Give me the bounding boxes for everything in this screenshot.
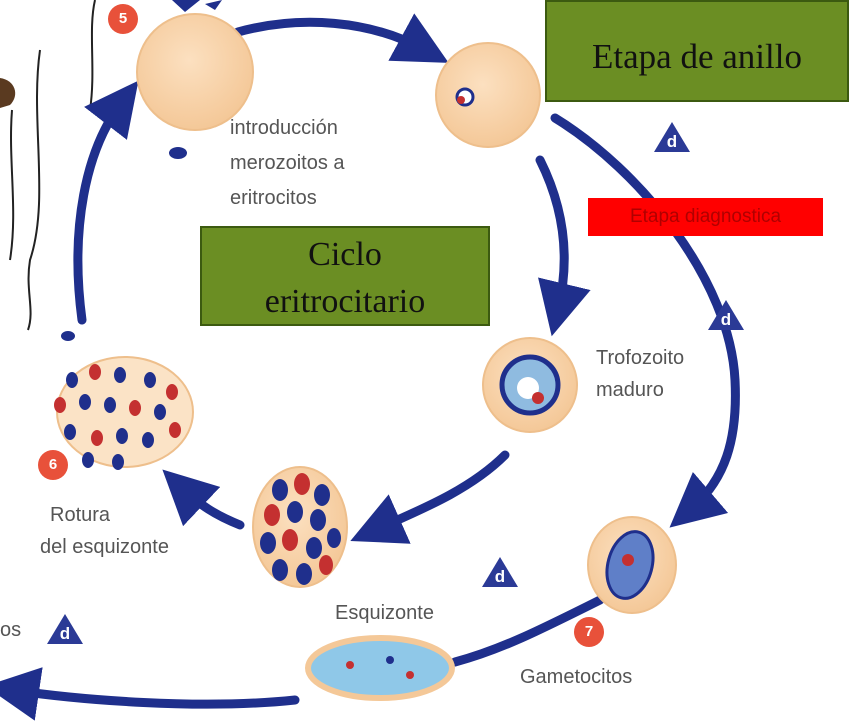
cell-ring-stage: [435, 42, 541, 148]
trophozoite-core: [517, 377, 539, 399]
arrow-gametocytes-out: [0, 667, 300, 721]
cell-ruptured-schizont: [56, 356, 194, 468]
triangle-icon: [708, 300, 744, 330]
arrow-gametocyte-connector: [450, 595, 605, 667]
merozoite: [169, 147, 187, 159]
arrow-infection-to-ring: [233, 13, 449, 63]
cycle-arrows: [0, 13, 740, 721]
ring-stage-box: Etapa de anillo: [545, 0, 849, 102]
diagnostic-marker-schizont: d: [480, 555, 520, 589]
dark-fragment-top: [205, 0, 222, 10]
diagnostic-stage-tag: Etapa diagnostica: [588, 198, 823, 236]
schizont-merozoites: [260, 473, 341, 585]
arrow-rupture-to-reinfection: [73, 80, 139, 325]
erythrocytic-cycle-box: Ciclo eritrocitario: [200, 226, 490, 326]
triangle-icon: [482, 557, 518, 587]
dark-arrow-top: [172, 0, 200, 12]
ring-parasite-dot: [457, 96, 465, 104]
label-intro-line1: introducción: [230, 117, 338, 139]
label-gametocytes: Gametocitos: [520, 666, 633, 688]
arrow-ring-to-gametocyte: [550, 113, 740, 528]
label-schizont: Esquizonte: [335, 602, 434, 624]
label-rupture-line2: del esquizonte: [40, 536, 169, 558]
step-6-badge: 6: [38, 450, 68, 480]
diagnostic-marker-gametocytes-out: d: [45, 612, 85, 646]
released-merozoites: [54, 331, 181, 470]
step-5-badge: 5: [108, 4, 138, 34]
cell-uninfected: [136, 13, 254, 131]
dark-fragment-top-left: [0, 78, 16, 108]
arrow-ring-to-trophozoite: [535, 155, 591, 337]
label-intro-line2: merozoitos a: [230, 152, 345, 174]
gametocyte-pigment: [622, 554, 634, 566]
trophozoite-red: [532, 392, 544, 404]
label-intro-line3: eritrocitos: [230, 187, 317, 209]
gametocyte-crescent: [305, 635, 455, 701]
triangle-icon: [47, 614, 83, 644]
label-trophozoite-line1: Trofozoito: [596, 347, 685, 369]
crescent-pigment: [346, 656, 414, 679]
diagnostic-marker-ring: d: [652, 120, 692, 154]
label-trophozoite-line2: maduro: [596, 379, 664, 401]
label-partial-left: os: [0, 619, 22, 641]
triangle-icon: [654, 122, 690, 152]
cycle-box-line1: Ciclo: [308, 236, 382, 273]
diagnostic-marker-trophozoite: d: [706, 298, 746, 332]
arrow-trophozoite-to-schizont: [350, 450, 510, 544]
cycle-box-line2: eritrocitario: [264, 283, 426, 320]
label-rupture-line1: Rotura: [50, 504, 111, 526]
arrow-schizont-to-rupture: [162, 469, 245, 530]
step-7-badge: 7: [574, 617, 604, 647]
